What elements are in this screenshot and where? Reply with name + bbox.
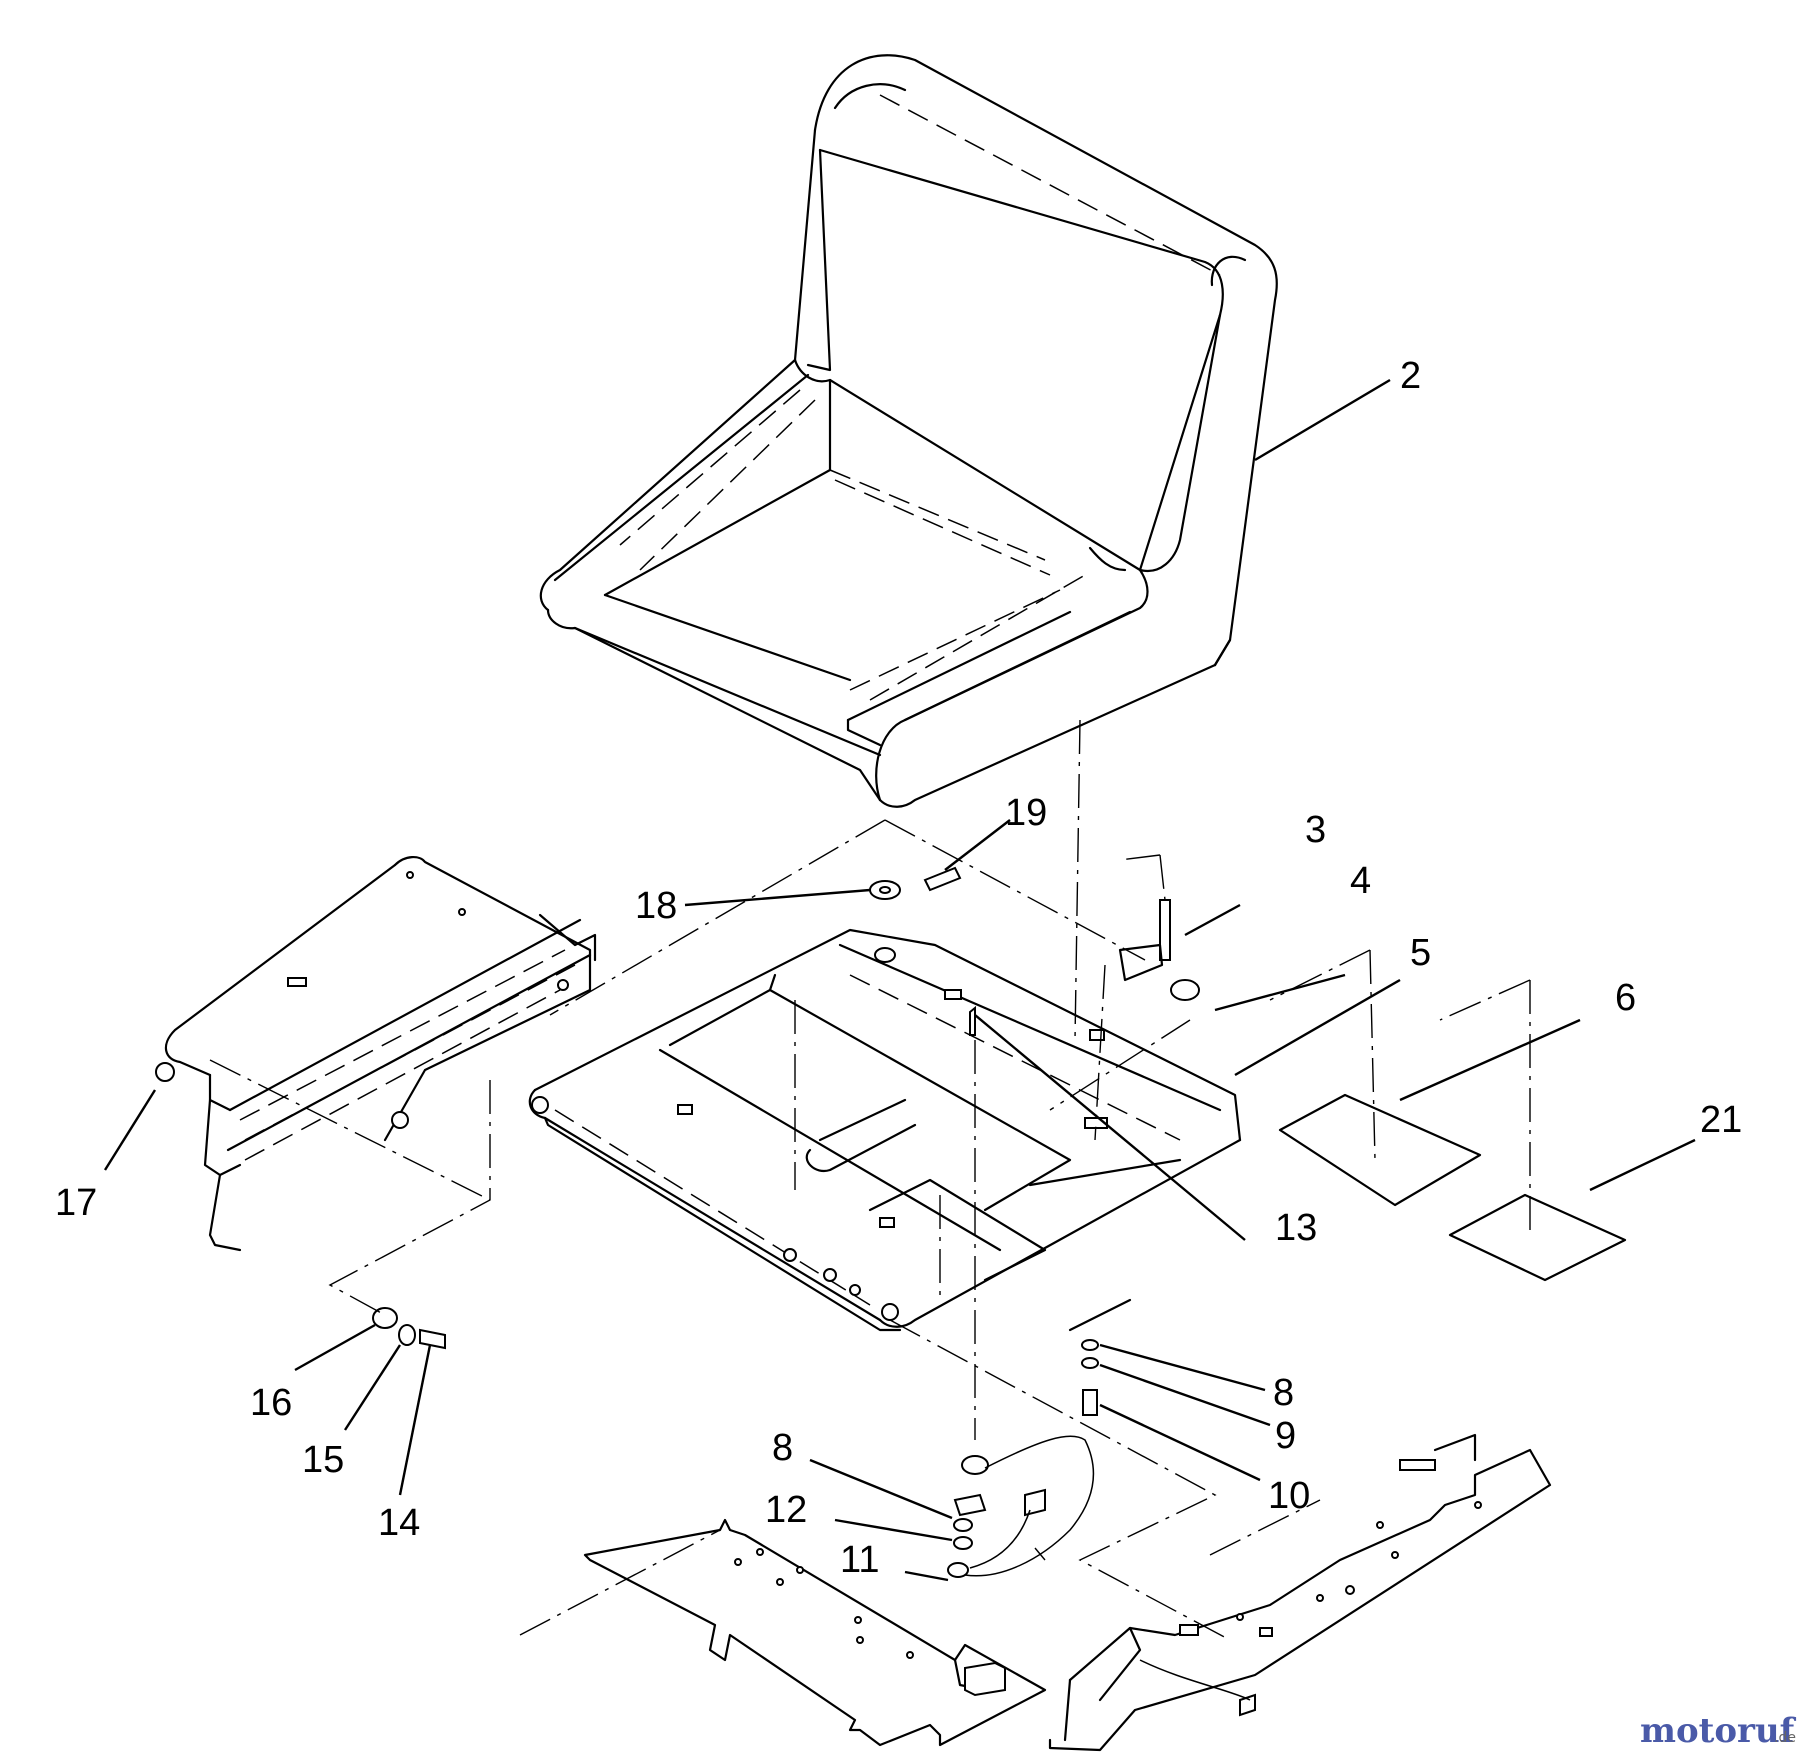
nut-17 <box>155 1062 175 1082</box>
watermark-suffix: .de <box>1774 1730 1796 1746</box>
callout-4: 4 <box>1350 860 1371 902</box>
callout-5: 5 <box>1410 932 1431 974</box>
callout-16: 16 <box>250 1382 292 1424</box>
callout-15: 15 <box>302 1439 344 1481</box>
callout-19: 19 <box>1005 792 1047 834</box>
callout-14: 14 <box>378 1502 420 1544</box>
watermark-text: motoruf <box>1640 1711 1797 1751</box>
pan-pivot-hole-left <box>531 1096 549 1114</box>
decal-21 <box>1448 1193 1627 1282</box>
callout-9: 9 <box>1275 1415 1296 1457</box>
plate-hole <box>734 1558 742 1566</box>
pan-hole <box>783 1248 797 1262</box>
callout-21: 21 <box>1700 1099 1742 1141</box>
washer-8b <box>953 1518 973 1532</box>
left-bracket <box>164 856 597 1252</box>
plate-hole <box>854 1616 862 1624</box>
pan-pivot-hole-front <box>881 1303 899 1321</box>
spacer-16 <box>372 1307 398 1329</box>
seat <box>539 54 1278 808</box>
pan-hole <box>823 1268 837 1282</box>
ring-terminal-11 <box>947 1562 969 1578</box>
callout-3: 3 <box>1305 809 1326 851</box>
washer-8a <box>1081 1339 1099 1351</box>
plate-slot <box>1399 1459 1436 1471</box>
plate-slot <box>1179 1624 1199 1636</box>
plate-hole <box>1474 1501 1482 1509</box>
plate-hole <box>1345 1585 1355 1595</box>
callout-17: 17 <box>55 1182 97 1224</box>
bracket-hole <box>391 1111 409 1129</box>
pan-hole <box>849 1284 861 1296</box>
clip-19 <box>923 866 962 892</box>
plate-hole <box>796 1566 804 1574</box>
bottom-left-plate <box>583 1518 1047 1747</box>
bolt-14 <box>419 1328 446 1350</box>
pan-slot <box>944 989 962 1000</box>
bracket-hole <box>458 908 466 916</box>
ground-wire <box>964 1435 1095 1577</box>
washer-12 <box>953 1536 973 1550</box>
plate-hole <box>856 1636 864 1644</box>
callout-8-lower: 8 <box>772 1427 793 1469</box>
callout-2: 2 <box>1400 355 1421 397</box>
bolt-13 <box>969 1005 976 1036</box>
bottom-right-plate <box>1048 1433 1552 1752</box>
bracket-slot <box>287 977 307 987</box>
bracket-hole <box>406 871 414 879</box>
nut <box>1239 1693 1256 1717</box>
plate-hole <box>756 1548 764 1556</box>
washer-9 <box>1081 1357 1099 1369</box>
clamp <box>953 1493 987 1517</box>
callout-6: 6 <box>1615 977 1636 1019</box>
seat-pan <box>528 928 1242 1332</box>
callout-10: 10 <box>1268 1475 1310 1517</box>
callout-13: 13 <box>1275 1207 1317 1249</box>
plate-hole <box>1391 1551 1399 1559</box>
pin-3 <box>1159 899 1171 961</box>
ring-terminal <box>961 1455 989 1475</box>
bracket-hole <box>557 979 569 991</box>
leader-lines <box>103 378 1696 1582</box>
callout-11: 11 <box>840 1539 879 1581</box>
plate-hole <box>1376 1521 1384 1529</box>
plate-hole <box>906 1651 914 1659</box>
pan-slot <box>879 1217 895 1228</box>
bracket-3 <box>1118 943 1164 982</box>
connector <box>1024 1488 1046 1517</box>
callouts: 2 3 4 5 6 21 19 18 13 17 16 15 14 8 9 10… <box>55 355 1742 1581</box>
watermark-logo: motoruf .de <box>1640 1711 1797 1751</box>
callout-8-upper: 8 <box>1273 1372 1294 1414</box>
washer-15 <box>398 1324 416 1346</box>
phantom-lines <box>209 719 1531 1641</box>
bolt-10 <box>1082 1389 1098 1416</box>
plate-hole <box>1236 1613 1244 1621</box>
callout-18: 18 <box>635 885 677 927</box>
plate-hole <box>1316 1594 1324 1602</box>
pan-slot <box>677 1104 693 1115</box>
decal-6 <box>1278 1093 1482 1207</box>
plate-hole <box>776 1578 784 1586</box>
callout-12: 12 <box>765 1489 807 1531</box>
plate-slot <box>1259 1627 1273 1637</box>
hardware <box>155 866 1256 1717</box>
pan-slot <box>1089 1029 1105 1041</box>
nut-4 <box>1170 979 1200 1001</box>
